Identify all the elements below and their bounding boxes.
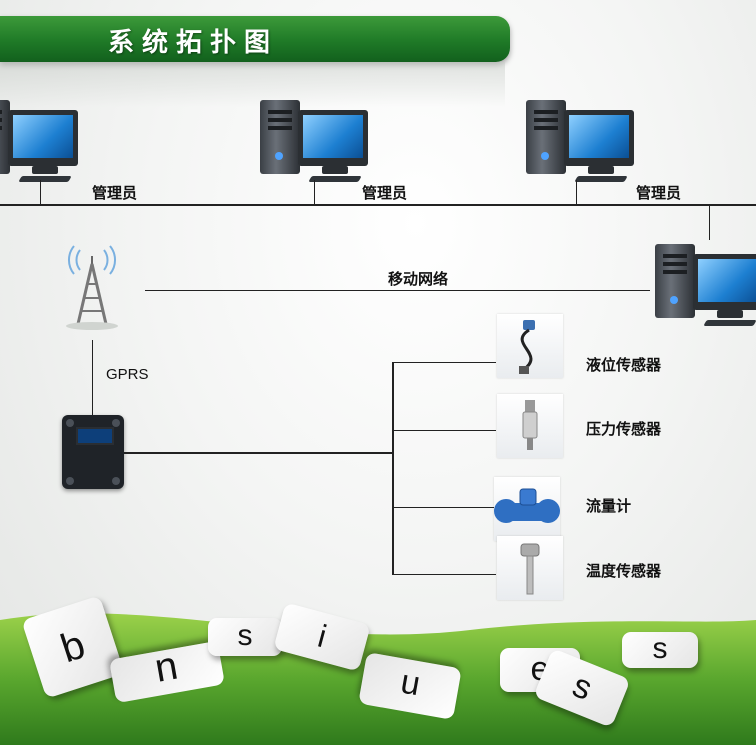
admin-label-3: 管理员 (636, 185, 682, 202)
letter-tile: s (622, 632, 698, 668)
admin-label-2: 管理员 (362, 185, 408, 202)
server-uplink-line (709, 206, 710, 240)
data-terminal-controller (62, 415, 124, 489)
pressure-sensor-image (497, 394, 563, 458)
mobile-network-label: 移动网络 (388, 271, 449, 288)
page-title: 系统拓扑图 (108, 27, 279, 57)
temperature-sensor-label: 温度传感器 (586, 563, 662, 580)
connector-line (40, 180, 41, 204)
connector-line (314, 180, 315, 204)
admin-label-1: 管理员 (92, 185, 138, 202)
server-computer (655, 240, 756, 330)
sensor-branch-line (392, 430, 496, 431)
level-sensor-image (497, 314, 563, 378)
sensor-branch-line (392, 574, 496, 575)
controller-bus-line (124, 452, 392, 454)
title-banner: 系统拓扑图 (0, 16, 510, 62)
gprs-line (92, 340, 93, 415)
mobile-network-line (145, 290, 650, 291)
admin-computer-3 (526, 96, 636, 186)
admin-computer-2 (260, 96, 370, 186)
sensor-trunk-line (392, 362, 394, 574)
level-sensor-label: 液位传感器 (586, 357, 662, 374)
sensor-branch-line (392, 362, 496, 363)
sensor-branch-line (392, 507, 496, 508)
flow-meter-image (494, 477, 560, 541)
flow-meter-label: 流量计 (586, 498, 632, 515)
admin-network-line (0, 204, 756, 206)
admin-computer-1 (0, 96, 80, 186)
antenna-tower-icon (62, 236, 122, 331)
letter-tile: s (208, 618, 282, 656)
pressure-sensor-label: 压力传感器 (586, 421, 662, 438)
temperature-sensor-image (497, 536, 563, 600)
banner-shadow (0, 62, 505, 107)
gprs-label: GPRS (106, 366, 149, 383)
connector-line (576, 180, 577, 204)
